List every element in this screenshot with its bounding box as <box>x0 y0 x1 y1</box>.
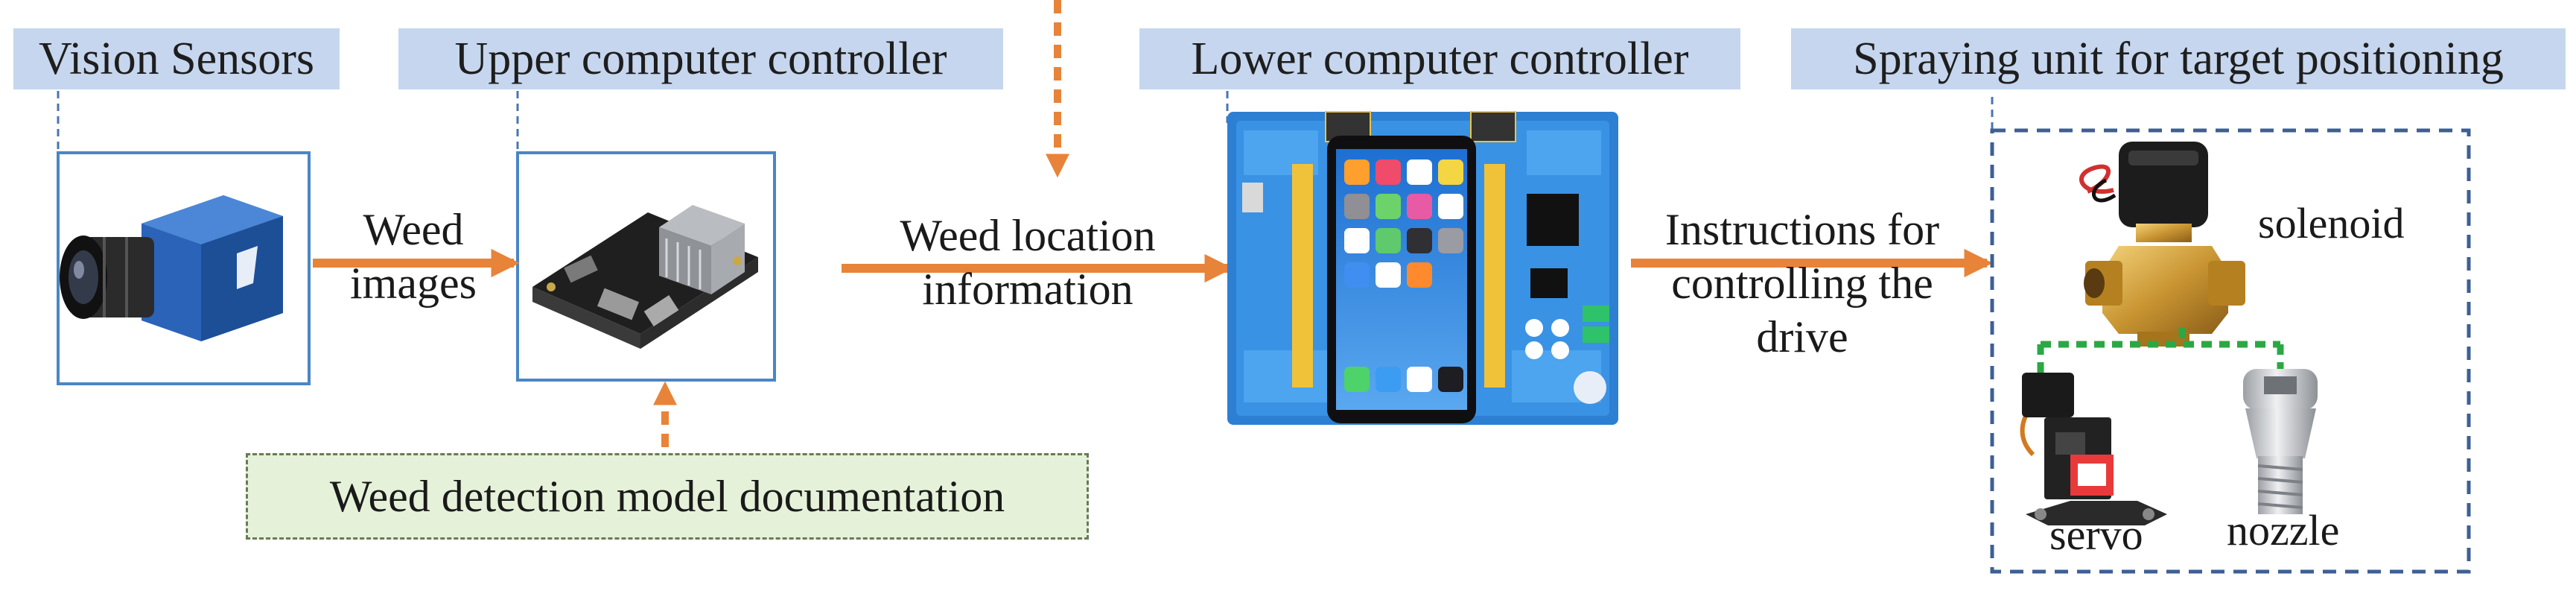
instructions-line-3: drive <box>1756 312 1848 361</box>
nozzle-label: nozzle <box>2227 506 2340 554</box>
vision-sensors-label: Vision Sensors <box>13 28 340 89</box>
nozzle-icon <box>2243 369 2318 514</box>
solenoid-valve-icon <box>2079 142 2245 347</box>
weed-location-line-2: information <box>922 265 1133 314</box>
development-board-icon <box>1227 111 1618 425</box>
camera-icon <box>60 195 283 341</box>
instructions-line-2: controlling the <box>1671 259 1933 308</box>
solenoid-label: solenoid <box>2258 199 2405 247</box>
controller-board-icon <box>532 205 758 349</box>
servo-label: servo <box>2049 511 2143 559</box>
lower-controller-label: Lower computer controller <box>1139 28 1740 89</box>
weed-location-line-1: Weed location <box>900 211 1156 260</box>
instructions-line-1: Instructions for <box>1664 205 1940 254</box>
weed-location-text: Weed location information <box>856 209 1199 316</box>
weed-images-text: Weed images <box>313 203 514 310</box>
documentation-box: Weed detection model documentation <box>246 453 1089 540</box>
upper-controller-label: Upper computer controller <box>398 28 1003 89</box>
connection-tree <box>2037 328 2284 373</box>
weed-images-line-2: images <box>350 259 477 308</box>
spraying-unit-label: Spraying unit for target positioning <box>1791 28 2566 89</box>
instructions-text: Instructions for controlling the drive <box>1616 203 1988 364</box>
weed-images-line-1: Weed <box>363 205 464 254</box>
servo-icon <box>2020 373 2167 525</box>
spraying-unit-box <box>1990 128 2471 574</box>
